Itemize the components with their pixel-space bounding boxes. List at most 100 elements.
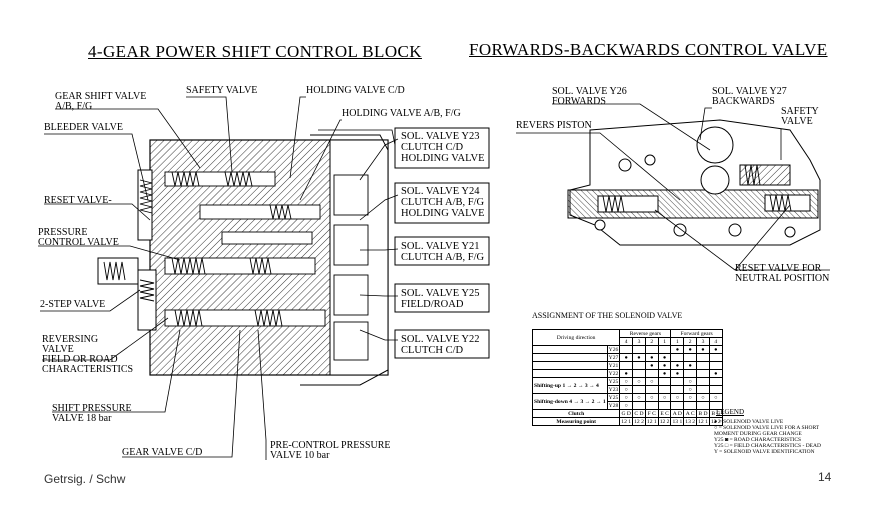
table-cell: 4: [619, 337, 634, 346]
table-cell: ●: [708, 369, 723, 378]
table-cell: [657, 385, 672, 394]
field-icon: □: [724, 443, 729, 449]
table-cell: [696, 401, 710, 410]
holding-valve-cd-label: HOLDING VALVE C/D: [306, 85, 405, 96]
table-cell: Y25: [606, 393, 621, 402]
table-cell: [696, 353, 710, 362]
table-cell: Y25: [606, 377, 621, 386]
table-cell: ○: [708, 393, 723, 402]
legend-item: Y25 ◙ = ROAD CHARACTERISTICS: [714, 437, 802, 443]
valve-springs: [103, 171, 292, 327]
table-cell: ○: [683, 377, 698, 386]
table-cell: Measuring point: [531, 417, 621, 426]
table-cell: ●: [619, 353, 634, 362]
table-row: Y23○○: [533, 385, 723, 394]
table-cell: ○: [644, 377, 659, 386]
table-cell: [670, 377, 685, 386]
table-cell: ●: [632, 353, 646, 362]
table-cell: F C: [644, 409, 659, 418]
table-cell: ●: [683, 361, 698, 370]
table-cell: ●: [657, 361, 672, 370]
control-block-title: 4-GEAR POWER SHIFT CONTROL BLOCK: [88, 42, 422, 61]
table-cell: 12 1: [619, 417, 634, 426]
table-cell: [532, 369, 608, 378]
page-number: 14: [818, 470, 832, 484]
table-cell: [532, 361, 608, 370]
table-cell: ○: [619, 401, 634, 410]
legend-item: Y = SOLENOID VALVE IDENTIFICATION: [714, 449, 815, 455]
table-cell: [708, 377, 723, 386]
safety-valve-label: SAFETY VALVE: [186, 85, 258, 96]
table-cell: [644, 369, 659, 378]
table-cell: C D: [632, 409, 646, 418]
table-cell: [619, 361, 634, 370]
table-cell: ○: [632, 377, 646, 386]
leader-lines-left: [38, 96, 399, 460]
table-cell: ○: [619, 393, 634, 402]
table-cell: ○: [696, 393, 710, 402]
table-cell: Clutch: [531, 409, 621, 418]
table-cell: 1: [657, 337, 672, 346]
table-cell: ○: [644, 393, 659, 402]
table-cell: [696, 385, 710, 394]
table-cell: 3: [696, 337, 710, 346]
table-cell: Y28: [606, 401, 621, 410]
table-cell: [683, 353, 698, 362]
table-cell: ●: [657, 369, 672, 378]
table-cell: Y22: [606, 369, 621, 378]
table-cell: [619, 345, 634, 354]
table-cell: Y21: [606, 361, 621, 370]
leader-lines-right: [516, 103, 830, 271]
forward-backward-valve-body: [567, 119, 821, 246]
table-cell: [644, 385, 659, 394]
table-cell: G D: [619, 409, 634, 418]
table-cell: [657, 401, 672, 410]
table-cell: [532, 345, 608, 354]
table-cell: [683, 369, 698, 378]
table-cell: ●: [670, 345, 685, 354]
assignment-title: ASSIGNMENT OF THE SOLENOID VALVE: [532, 311, 683, 320]
table-cell: A D: [670, 409, 685, 418]
table-cell: ○: [619, 385, 634, 394]
gear-valve-cd-label: GEAR VALVE C/D: [122, 447, 203, 458]
table-cell: 3: [632, 337, 646, 346]
table-cell: ●: [619, 369, 634, 378]
two-step-valve-label: 2-STEP VALVE: [40, 299, 106, 310]
table-cell: [657, 377, 672, 386]
table-cell: Shifting-down 4 → 3 → 2 → 1: [532, 393, 608, 410]
table-cell: 12 2: [632, 417, 646, 426]
table-cell: ●: [670, 361, 685, 370]
hollow-dot-icon: ○: [714, 425, 718, 431]
table-cell: 13 1: [670, 417, 685, 426]
revers-piston-label: REVERS PISTON: [516, 120, 592, 131]
legend-item: ○ = SOLENOID VALVE LIVE FOR A SHORT MOME…: [714, 425, 820, 437]
table-cell: 12 1: [644, 417, 659, 426]
table-cell: [632, 361, 646, 370]
table-cell: 12 2: [708, 417, 723, 426]
table-cell: 2: [644, 337, 659, 346]
reset-valve-label: RESET VALVE-: [44, 195, 112, 206]
table-cell: [657, 345, 672, 354]
table-cell: 2: [683, 337, 698, 346]
table-cell: [632, 401, 646, 410]
legend-title: LEGEND: [716, 408, 744, 416]
legend: ● = SOLENOID VALVE LIVE ○ = SOLENOID VAL…: [714, 419, 844, 455]
table-cell: Shifting-up 1 → 2 → 3 → 4: [532, 377, 608, 394]
table-cell: ○: [632, 393, 646, 402]
holding-valve-ab-label: HOLDING VALVE A/B, F/G: [342, 108, 461, 119]
table-cell: 1: [670, 337, 685, 346]
table-cell: [670, 353, 685, 362]
footer-author: Getrsig. / Schw: [44, 472, 126, 486]
